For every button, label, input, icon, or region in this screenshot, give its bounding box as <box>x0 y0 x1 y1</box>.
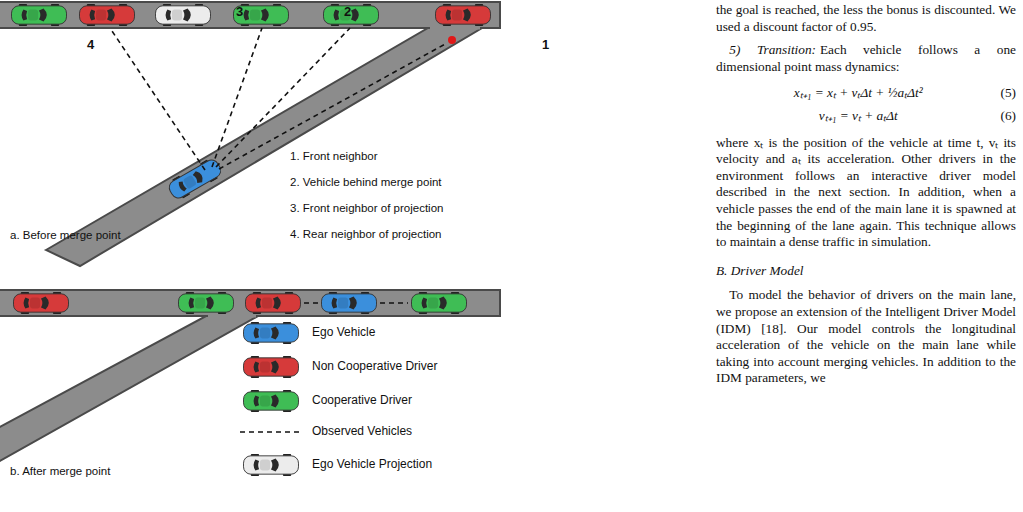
equation-number: (6) <box>1000 108 1016 125</box>
list-item: 2. Vehicle behind merge point <box>290 176 442 189</box>
merge-point <box>448 36 456 44</box>
subfigure-label: a. Before merge point <box>10 229 121 242</box>
legend-text: Observed Vehicles <box>312 425 412 439</box>
paragraph: where xₜ is the position of the vehicle … <box>716 135 1016 251</box>
legend-text: Ego Vehicle <box>312 326 375 340</box>
legend-sample <box>244 322 299 344</box>
equation-body: vₜ₊₁ = vₜ + aₜΔt <box>716 108 1000 125</box>
list-item: 3. Front neighbor of projection <box>290 202 443 215</box>
paragraph: 5) Transition:Each vehicle follows a one… <box>716 42 1016 75</box>
callout-number: 4 <box>87 38 94 53</box>
body-text: the goal is reached, the less the bonus … <box>716 2 1016 34</box>
ego-vehicle <box>322 292 377 314</box>
legend-sample <box>244 356 299 378</box>
car-projection <box>156 4 211 26</box>
body-text: To model the behavior of drivers on the … <box>716 287 1016 385</box>
car-cooperative <box>179 292 234 314</box>
car-non-cooperative <box>80 4 135 26</box>
equation-body: xₜ₊₁ = xₜ + vₜΔt + ½aₜΔt² <box>716 85 1000 102</box>
car-non-cooperative <box>436 4 491 26</box>
legend-text: Non Cooperative Driver <box>312 360 437 374</box>
paper-column: the goal is reached, the less the bonus … <box>716 2 1016 387</box>
equation: vₜ₊₁ = vₜ + aₜΔt(6) <box>716 108 1016 125</box>
list-item: 1. Front neighbor <box>290 150 378 163</box>
callout-number: 3 <box>236 5 243 20</box>
list-item: 4. Rear neighbor of projection <box>290 228 442 241</box>
merge-ramp <box>0 316 258 462</box>
car-cooperative <box>234 4 289 26</box>
car-non-cooperative <box>246 292 301 314</box>
callout-number: 1 <box>542 38 549 53</box>
legend-sample <box>240 431 302 433</box>
observation-lines <box>110 28 447 170</box>
callout-number: 2 <box>344 5 351 20</box>
paragraph: the goal is reached, the less the bonus … <box>716 2 1016 35</box>
legend-sample <box>244 454 299 476</box>
body-text: where xₜ is the position of the vehicle … <box>716 135 1016 250</box>
main-lane <box>0 290 500 316</box>
car-cooperative <box>324 4 379 26</box>
equation-number: (5) <box>1000 85 1016 102</box>
ego-vehicle <box>166 156 225 203</box>
legend-sample <box>244 390 299 412</box>
subfigure-label: b. After merge point <box>10 465 110 478</box>
car-cooperative <box>412 292 467 314</box>
legend-text: Ego Vehicle Projection <box>312 458 432 472</box>
paragraph-heading: 5) Transition: <box>729 42 816 57</box>
paragraph: To model the behavior of drivers on the … <box>716 287 1016 387</box>
section-heading: B. Driver Model <box>716 263 804 278</box>
paragraph: B. Driver Model <box>716 263 1016 280</box>
main-lane <box>0 2 500 28</box>
legend-text: Cooperative Driver <box>312 394 412 408</box>
car-non-cooperative <box>14 292 69 314</box>
car-cooperative <box>12 4 67 26</box>
equation: xₜ₊₁ = xₜ + vₜΔt + ½aₜΔt²(5) <box>716 85 1016 102</box>
observation-lines <box>304 302 408 304</box>
